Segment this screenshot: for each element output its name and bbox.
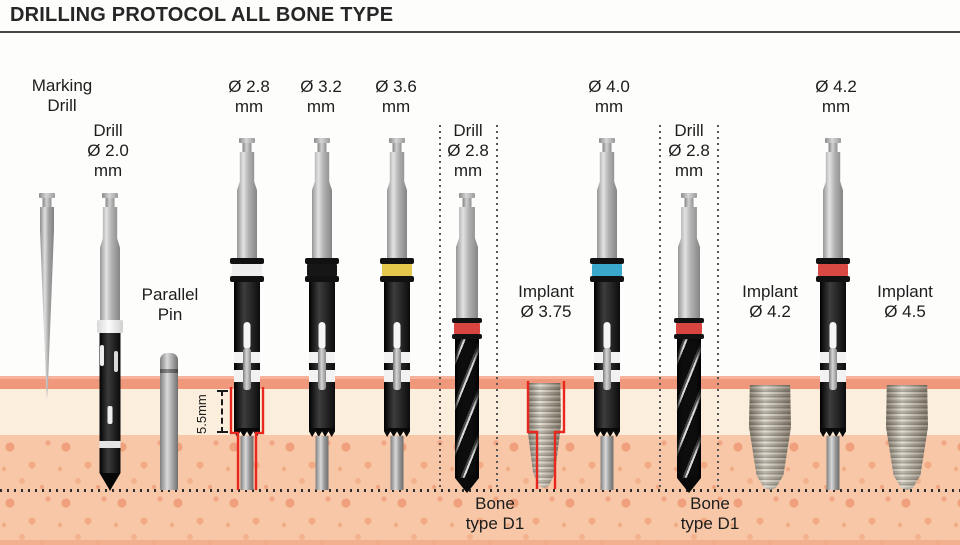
color-band [382, 264, 412, 276]
depth-measure-line [217, 390, 228, 433]
depth-label: 5.5mm [194, 394, 209, 434]
color-band [454, 323, 480, 334]
label-marking-drill: Marking Drill [31, 76, 93, 116]
section-separator [717, 125, 719, 491]
color-band [818, 264, 848, 276]
section-separator [496, 125, 498, 491]
label-drill-2-8-a: Drill Ø 2.8 mm [447, 121, 489, 181]
color-band [676, 323, 702, 334]
drill-head-icon [102, 193, 118, 198]
title-divider [0, 31, 960, 33]
label-parallel-pin: Parallel Pin [141, 285, 199, 325]
drill-head-icon [681, 193, 697, 198]
label-implant-4-2: Implant Ø 4.2 [742, 282, 798, 322]
marking-drill [39, 193, 55, 403]
page-title: DRILLING PROTOCOL ALL BONE TYPE [10, 4, 394, 26]
drill-head-icon [825, 138, 841, 143]
color-band [592, 264, 622, 276]
color-band [307, 264, 337, 276]
label-drill-2-0: Drill Ø 2.0 mm [87, 121, 129, 181]
parallel-pin [160, 353, 178, 490]
drill-2-8-guide-b [674, 193, 704, 493]
bone-depth-dotted-line [0, 489, 960, 492]
implant-4-2 [749, 385, 791, 490]
label-bone-type-d1-a: Bone type D1 [465, 494, 525, 534]
label-dia-3-2: Ø 3.2 mm [300, 77, 342, 117]
section-separator [659, 125, 661, 491]
drill-4-2 [816, 138, 850, 490]
drill-2-8-guide-a [452, 193, 482, 493]
drill-head-icon [39, 193, 55, 198]
implant-depth-outline [526, 381, 566, 489]
label-implant-3-75: Implant Ø 3.75 [518, 282, 574, 322]
drill-4-0 [590, 138, 624, 490]
bottom-edge-strip [0, 540, 960, 545]
drill-3-6 [380, 138, 414, 490]
label-bone-type-d1-b: Bone type D1 [680, 494, 740, 534]
label-implant-4-5: Implant Ø 4.5 [877, 282, 933, 322]
drill-depth-outline [229, 387, 265, 490]
drill-head-icon [599, 138, 615, 143]
drill-3-2 [305, 138, 339, 490]
label-drill-2-8-b: Drill Ø 2.8 mm [668, 121, 710, 181]
drill-head-icon [389, 138, 405, 143]
drill-2-0 [96, 193, 124, 491]
label-dia-4-2: Ø 4.2 mm [815, 77, 857, 117]
label-dia-3-6: Ø 3.6 mm [375, 77, 417, 117]
section-separator [439, 125, 441, 491]
drill-head-icon [239, 138, 255, 143]
drill-head-icon [314, 138, 330, 143]
color-band [232, 264, 262, 276]
label-dia-4-0: Ø 4.0 mm [588, 77, 630, 117]
drill-head-icon [459, 193, 475, 198]
label-dia-2-8: Ø 2.8 mm [228, 77, 270, 117]
drill-2-8 [230, 138, 264, 490]
